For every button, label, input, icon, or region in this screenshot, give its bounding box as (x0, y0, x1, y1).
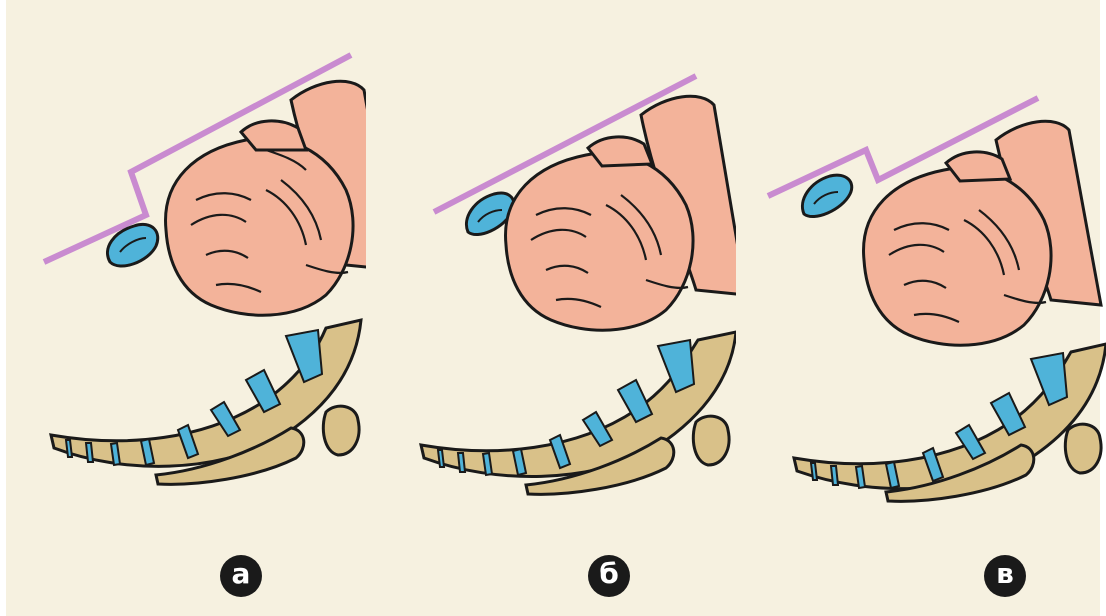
panel-c-drawing (746, 0, 1106, 616)
panel-a-drawing (6, 0, 366, 616)
panel-b-drawing (376, 0, 736, 616)
head (506, 153, 694, 330)
pubic-bone (693, 416, 729, 465)
panel-label-c: в (984, 555, 1026, 597)
pillow (802, 175, 851, 216)
panel-b: б (376, 0, 736, 616)
head (166, 138, 354, 315)
pubic-bone (323, 406, 359, 455)
panel-c: в (746, 0, 1106, 616)
pubic-bone (1065, 424, 1101, 473)
panel-a: а (6, 0, 366, 616)
head (864, 168, 1052, 345)
panel-label-a: а (220, 555, 262, 597)
panel-label-b: б (588, 555, 630, 597)
